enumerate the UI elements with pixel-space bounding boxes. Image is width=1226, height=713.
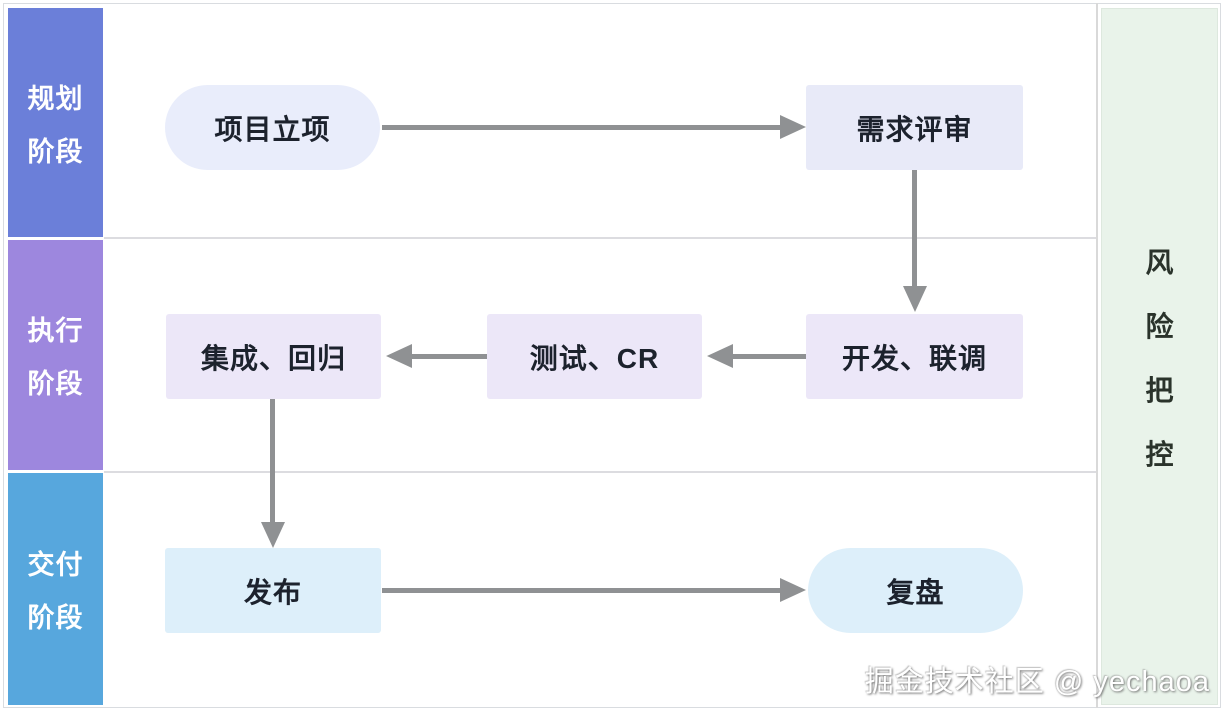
lane-divider <box>104 471 1096 473</box>
flow-node-integration-regression: 集成、回归 <box>166 314 381 399</box>
arrow-line-test-to-integration <box>410 354 487 359</box>
watermark-text: 掘金技术社区 @ yechaoa <box>864 666 1210 698</box>
phase-lane-planning: 规划 阶段 <box>8 8 103 237</box>
flow-node-retrospective: 复盘 <box>808 548 1023 633</box>
risk-control-sidebar: 风 险 把 控 <box>1101 8 1218 705</box>
risk-char: 风 <box>1145 246 1174 278</box>
arrow-head-down-icon <box>261 522 285 548</box>
phase-label-line: 阶段 <box>27 369 84 399</box>
arrow-head-right-icon <box>780 578 806 602</box>
flow-node-dev-joint-debug: 开发、联调 <box>806 314 1023 399</box>
arrow-line-initiation-to-review <box>382 125 782 130</box>
phase-label-line: 执行 <box>27 316 84 346</box>
flow-node-requirement-review: 需求评审 <box>806 85 1023 170</box>
phase-label-line: 规划 <box>27 83 84 114</box>
arrow-head-down-icon <box>903 286 927 312</box>
phase-lane-delivery: 交付 阶段 <box>8 473 103 705</box>
risk-char: 控 <box>1145 438 1174 470</box>
arrow-line-integration-to-release <box>270 399 275 523</box>
arrow-head-right-icon <box>780 115 806 139</box>
arrow-line-review-to-dev <box>912 170 917 288</box>
arrow-line-dev-to-test <box>731 354 806 359</box>
risk-char: 把 <box>1145 374 1174 406</box>
sidebar-divider <box>1096 3 1098 708</box>
flow-node-test-cr: 测试、CR <box>487 314 702 399</box>
arrow-head-left-icon <box>386 344 412 368</box>
phase-label-line: 阶段 <box>27 136 84 167</box>
phase-label-line: 交付 <box>27 550 84 580</box>
risk-char: 险 <box>1145 310 1174 342</box>
lane-divider <box>104 237 1096 239</box>
arrow-head-left-icon <box>707 344 733 368</box>
arrow-line-release-to-retrospective <box>382 588 782 593</box>
phase-lane-execution: 执行 阶段 <box>8 240 103 470</box>
phase-label-line: 阶段 <box>27 603 84 633</box>
flow-node-release: 发布 <box>165 548 381 633</box>
flow-node-project-initiation: 项目立项 <box>165 85 380 170</box>
